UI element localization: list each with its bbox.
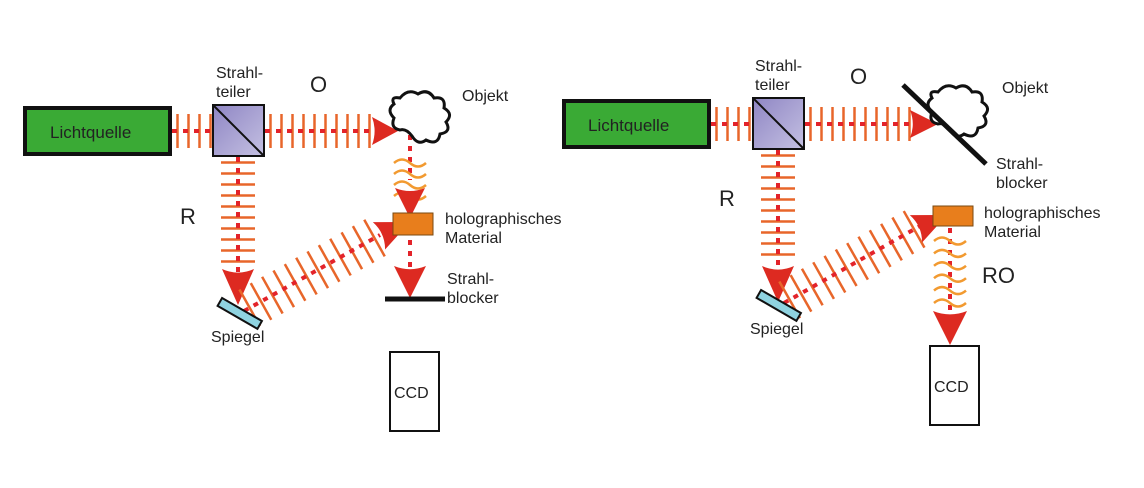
- left-object-beam-label: O: [310, 72, 327, 97]
- right-mirror-label: Spiegel: [750, 321, 803, 338]
- right-reconstruction-wave: [933, 298, 967, 308]
- left-mirror-beam-wavefront: [249, 282, 273, 321]
- left-blocker-label-1: Strahl-: [447, 271, 494, 288]
- left-setup: Lichtquelle Strahl- teiler O Objekt R ho…: [23, 65, 562, 432]
- left-blocker-label-2: blocker: [447, 290, 499, 307]
- left-splitter-label-1: Strahl-: [216, 65, 263, 82]
- left-mirror-beam-wavefront: [261, 276, 284, 315]
- left-ccd: [389, 351, 440, 432]
- right-blocker-label-2: blocker: [996, 175, 1048, 192]
- left-material-label-2: Material: [445, 230, 502, 247]
- right-mirror-beam-wavefront: [800, 268, 824, 306]
- left-object-arrow: [372, 117, 398, 145]
- right-material-label-1: holographisches: [984, 205, 1101, 222]
- right-reconstruction-wave: [933, 248, 967, 259]
- right-object-label: Objekt: [1002, 80, 1049, 97]
- left-scatter-wave: [393, 180, 427, 190]
- right-mirror-beam-wavefront: [834, 248, 858, 287]
- right-reference-arrow: [762, 266, 794, 302]
- left-splitter-label-2: teiler: [216, 84, 251, 101]
- right-setup: Lichtquelle Strahl- teiler O Objekt Stra…: [562, 58, 1101, 426]
- right-light-source-label: Lichtquelle: [588, 116, 669, 135]
- right-object: [926, 84, 989, 138]
- left-mirror-beam-wavefront: [317, 244, 341, 283]
- right-reconstruction-arrow: [933, 311, 967, 345]
- right-blocker-label-1: Strahl-: [996, 156, 1043, 173]
- right-object-beam-label: O: [850, 64, 867, 89]
- left-scatter-arrow: [395, 188, 425, 218]
- right-mirror-beam-wavefront: [902, 210, 926, 249]
- left-transmit-arrow: [394, 266, 426, 298]
- left-scatter-wave: [393, 169, 427, 179]
- right-mirror-beam-wavefront: [789, 274, 813, 313]
- right-mirror-beam-wavefront: [846, 242, 869, 281]
- left-holographic-material: [392, 212, 434, 236]
- right-ccd: [929, 345, 980, 426]
- left-light-source: [23, 106, 172, 156]
- right-mirror-beam-wavefront: [857, 236, 881, 274]
- right-mirror-beam-axis: [783, 224, 921, 305]
- right-mirror: [755, 288, 803, 323]
- right-reconstruction-wave: [933, 285, 967, 296]
- right-reconstruction-wave: [933, 236, 967, 246]
- right-material-label-2: Material: [984, 224, 1041, 241]
- left-mirror: [216, 296, 264, 331]
- left-splitter-diagonal: [212, 104, 265, 157]
- left-mirror-beam-wavefront: [306, 250, 330, 289]
- left-scatter-wave: [393, 158, 427, 168]
- left-material-label-1: holographisches: [445, 211, 562, 228]
- left-mirror-label: Spiegel: [211, 329, 264, 346]
- right-splitter-label-2: teiler: [755, 77, 790, 94]
- right-beam-blocker: [901, 83, 988, 166]
- right-object-arrow: [910, 110, 938, 138]
- left-ccd-label: CCD: [394, 385, 429, 402]
- right-ccd-label: CCD: [934, 379, 969, 396]
- left-light-source-label: Lichtquelle: [50, 123, 131, 142]
- left-reference-beam-label: R: [180, 204, 196, 229]
- right-reconstructed-beam-label: RO: [982, 263, 1015, 288]
- left-mirror-beam-wavefront: [295, 257, 318, 296]
- left-object-label: Objekt: [462, 88, 509, 105]
- right-light-source: [562, 99, 711, 149]
- right-reconstruction-wave: [933, 273, 967, 283]
- left-mirror-beam-wavefront: [363, 219, 386, 258]
- right-splitter-label-1: Strahl-: [755, 58, 802, 75]
- left-object: [388, 90, 451, 144]
- right-splitter-diagonal: [752, 97, 805, 150]
- right-reconstruction-wave: [933, 261, 967, 271]
- right-reference-beam-label: R: [719, 186, 735, 211]
- right-holographic-material: [932, 205, 974, 227]
- left-reference-arrow: [222, 269, 254, 305]
- left-mirror-beam-axis: [243, 233, 381, 313]
